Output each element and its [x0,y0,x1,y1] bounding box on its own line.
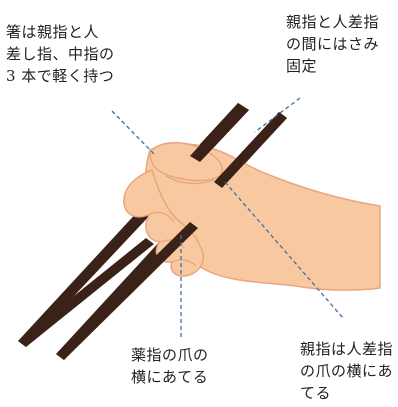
callout-thumb-text: 親指は人差指 の爪の横にあ てる [300,340,394,402]
chopstick-upper-front [56,222,198,360]
finger-crease [171,259,197,267]
finger-crease [149,211,175,223]
chopstick-upper-top [214,112,287,188]
callout-ring-finger-text: 薬指の爪の 横にあてる [131,346,209,386]
callout-pinch-text: 親指と人差指 の間にはさみ 固定 [286,13,380,75]
leader-line-thumb [224,181,344,319]
callout-hold-text: 箸は親指と人 差し指、中指の 3 本で軽く持つ [6,23,115,85]
hand [123,142,381,291]
thumb-crease [165,175,215,185]
leader-line-hold [111,110,157,157]
chopstick-lower-top [190,103,249,162]
chopstick-lower-front [18,238,154,347]
leader-line-pinch [254,97,301,133]
